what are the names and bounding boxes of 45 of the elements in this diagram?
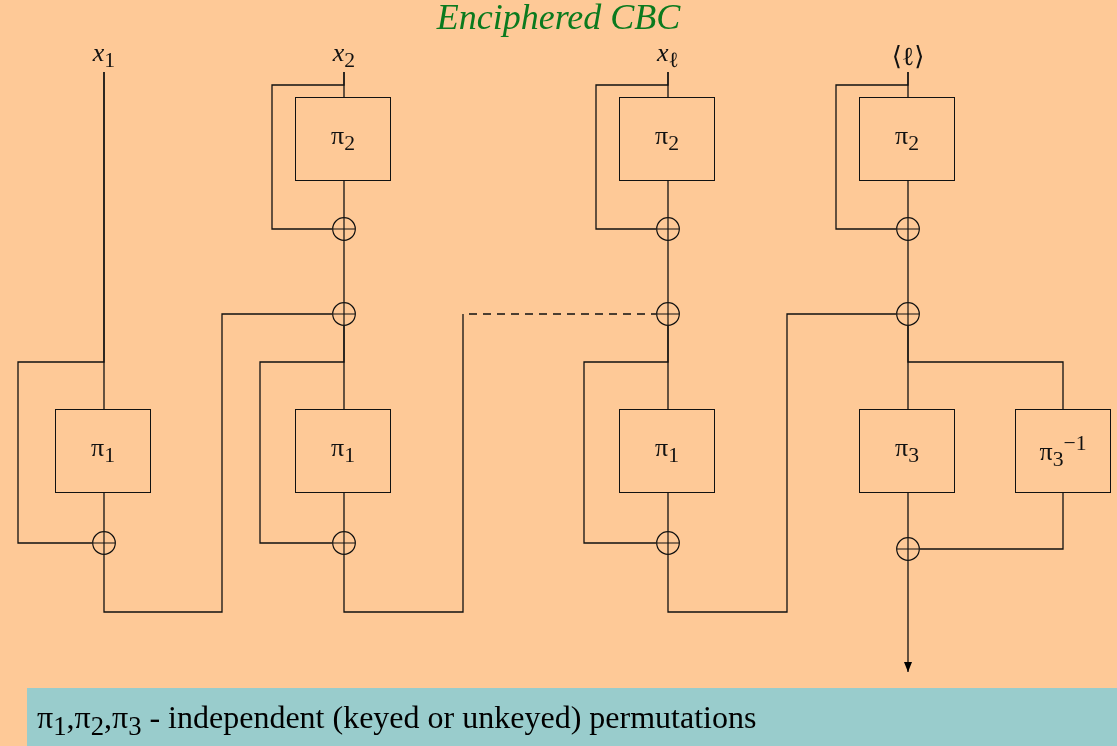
connector-line <box>343 180 345 218</box>
xor-symbol <box>656 217 680 241</box>
connector-line <box>271 71 345 230</box>
xor-symbol <box>896 217 920 241</box>
xor-symbol <box>656 531 680 555</box>
permutation-box: π$_{1}$ <box>619 409 715 493</box>
permutation-box: π$_{2}$ <box>295 97 391 181</box>
caption: π$_{1}$,π$_{2}$,π$_{3}$ - independent (keyed or unkeyed) permutations <box>27 688 1117 746</box>
connector-line <box>667 492 669 532</box>
xor-symbol <box>92 531 116 555</box>
connector-line <box>907 492 909 538</box>
connector-line <box>907 240 909 303</box>
connector-line <box>259 325 345 544</box>
permutation-box: π$_{2}$ <box>859 97 955 181</box>
permutation-box: π$_{3}$ <box>859 409 955 493</box>
xor-symbol <box>332 217 356 241</box>
connector-line <box>595 71 669 230</box>
connector-line <box>583 325 669 544</box>
connector-line <box>343 313 657 613</box>
connector-line <box>835 71 909 230</box>
connector-line <box>907 180 909 218</box>
permutation-box: π$_{1}$ <box>55 409 151 493</box>
connector-line <box>103 313 333 613</box>
connector-line <box>343 492 345 532</box>
connector-line <box>667 240 669 303</box>
variable-label: ⟨ℓ⟩ <box>883 40 933 72</box>
connector-line <box>17 71 105 544</box>
connector-line <box>907 325 1064 410</box>
output-arrow <box>904 560 912 673</box>
permutation-box: π$_{2}$ <box>619 97 715 181</box>
connector-line <box>667 180 669 218</box>
variable-label: x$_{1}$ <box>82 40 126 72</box>
permutation-box: π$_{1}$ <box>295 409 391 493</box>
xor-symbol <box>896 302 920 326</box>
connector-line <box>343 240 345 303</box>
xor-symbol <box>656 302 680 326</box>
connector-line <box>103 492 105 532</box>
xor-symbol <box>332 302 356 326</box>
connector-line <box>667 313 897 613</box>
connector-line <box>919 492 1064 550</box>
variable-label: x$_{ℓ}$ <box>646 40 690 72</box>
variable-label: x$_{2}$ <box>322 40 366 72</box>
xor-symbol <box>896 537 920 561</box>
title: Enciphered CBC <box>435 0 682 38</box>
xor-symbol <box>332 531 356 555</box>
